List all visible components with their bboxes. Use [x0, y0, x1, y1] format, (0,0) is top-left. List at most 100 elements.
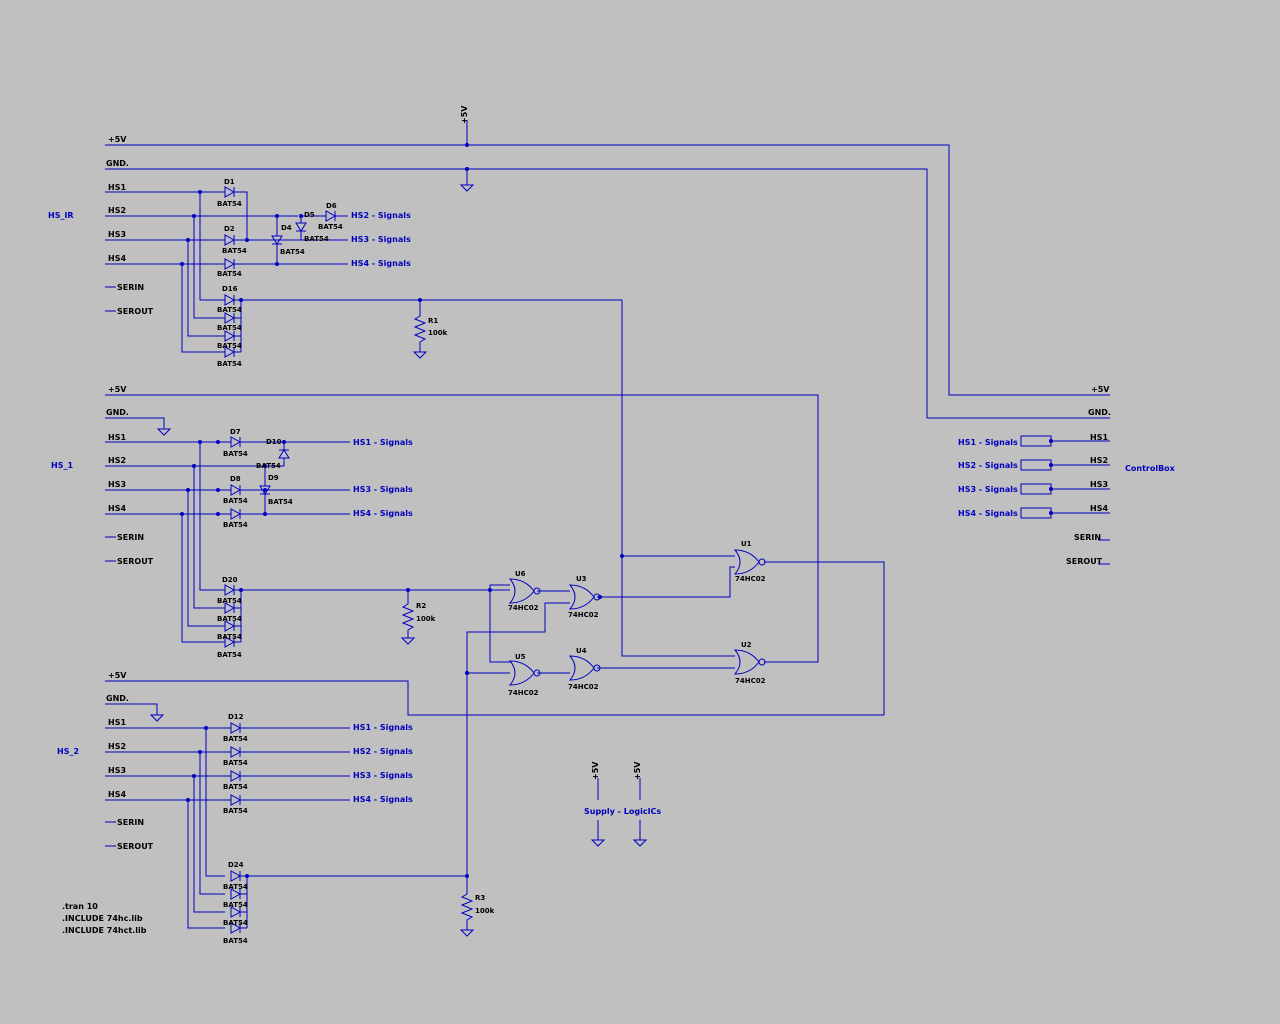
svg-text:GND.: GND.	[1088, 408, 1111, 417]
svg-text:74HC02: 74HC02	[568, 683, 599, 691]
svg-text:HS2: HS2	[108, 742, 126, 751]
svg-text:74HC02: 74HC02	[568, 611, 599, 619]
svg-text:BAT54: BAT54	[223, 759, 248, 767]
svg-text:U5: U5	[515, 653, 526, 661]
svg-text:HS1: HS1	[1090, 433, 1108, 442]
block-label-ir: HS_IR	[48, 211, 74, 220]
signal-hs4-ir: HS4 - Signals	[351, 259, 411, 268]
svg-text:BAT54: BAT54	[217, 360, 242, 368]
svg-text:HS3: HS3	[1090, 480, 1108, 489]
block-hs-2: +5V GND. HS_2 HS1 HS2 HS3 HS4 SERIN SERO…	[57, 561, 885, 945]
controlbox: +5V GND. ControlBox HS1 - Signals HS2 - …	[958, 385, 1176, 566]
pin-hs4: HS4	[108, 254, 126, 263]
svg-text:D5: D5	[304, 211, 315, 219]
svg-text:BAT54: BAT54	[223, 450, 248, 458]
block-hs-1: +5V GND. HS_1 HS1 HS2 HS3 HS4 SERIN SERO…	[51, 385, 819, 663]
svg-text:74HC02: 74HC02	[735, 575, 766, 583]
svg-text:+5V: +5V	[633, 761, 642, 780]
directive-include-hc: .INCLUDE 74hc.lib	[62, 914, 143, 923]
svg-text:HS1: HS1	[108, 433, 126, 442]
svg-text:BAT54: BAT54	[217, 651, 242, 659]
svg-text:HS2: HS2	[108, 456, 126, 465]
svg-text:U4: U4	[576, 647, 587, 655]
pin-hs3: HS3	[108, 230, 126, 239]
svg-text:HS4 - Signals: HS4 - Signals	[958, 509, 1018, 518]
svg-text:D7: D7	[230, 428, 241, 436]
svg-text:D9: D9	[268, 474, 279, 482]
svg-text:D24: D24	[228, 861, 244, 869]
svg-text:BAT54: BAT54	[256, 462, 281, 470]
signal-hs3-ir: HS3 - Signals	[351, 235, 411, 244]
svg-text:74HC02: 74HC02	[508, 689, 539, 697]
svg-text:100k: 100k	[428, 329, 448, 337]
svg-text:BAT54: BAT54	[217, 342, 242, 350]
svg-text:GND.: GND.	[106, 408, 129, 417]
svg-text:HS3: HS3	[108, 480, 126, 489]
svg-text:GND.: GND.	[106, 694, 129, 703]
svg-text:100k: 100k	[416, 615, 436, 623]
svg-text:+5V: +5V	[591, 761, 600, 780]
svg-text:+5V: +5V	[1091, 385, 1110, 394]
pin-serin: SERIN	[117, 283, 144, 292]
block-label-controlbox: ControlBox	[1125, 464, 1176, 473]
svg-text:BAT54: BAT54	[217, 615, 242, 623]
svg-text:BAT54: BAT54	[223, 807, 248, 815]
svg-text:SEROUT: SEROUT	[1066, 557, 1103, 566]
svg-text:D2: D2	[224, 225, 235, 233]
svg-text:BAT54: BAT54	[223, 901, 248, 909]
svg-text:BAT54: BAT54	[280, 248, 305, 256]
svg-text:+5V: +5V	[108, 385, 127, 394]
svg-text:BAT54: BAT54	[223, 735, 248, 743]
supply-logic-label: Supply - LogicICs	[584, 807, 661, 816]
svg-text:D8: D8	[230, 475, 241, 483]
svg-text:SERIN: SERIN	[1074, 533, 1101, 542]
signal-hs1-b2: HS1 - Signals	[353, 723, 413, 732]
rail-plus5v-label: +5V	[108, 135, 127, 144]
svg-text:D12: D12	[228, 713, 244, 721]
svg-text:BAT54: BAT54	[318, 223, 343, 231]
svg-text:BAT54: BAT54	[217, 306, 242, 314]
signal-hs4-b1: HS4 - Signals	[353, 509, 413, 518]
svg-text:HS1: HS1	[108, 718, 126, 727]
pin-hs1: HS1	[108, 183, 126, 192]
svg-text:D10: D10	[266, 438, 282, 446]
svg-text:SERIN: SERIN	[117, 818, 144, 827]
svg-text:HS4: HS4	[108, 790, 126, 799]
svg-text:U1: U1	[741, 540, 752, 548]
svg-text:100k: 100k	[475, 907, 495, 915]
svg-text:SERIN: SERIN	[117, 533, 144, 542]
block-hs-ir: HS_IR HS1 HS2 HS3 HS4 SERIN SEROUT D1 BA…	[48, 178, 622, 368]
svg-text:BAT54: BAT54	[223, 937, 248, 945]
signal-hs4-b2: HS4 - Signals	[353, 795, 413, 804]
svg-text:R1: R1	[428, 317, 438, 325]
svg-text:BAT54: BAT54	[223, 783, 248, 791]
svg-text:D16: D16	[222, 285, 238, 293]
svg-text:BAT54: BAT54	[217, 324, 242, 332]
svg-text:HS2 - Signals: HS2 - Signals	[958, 461, 1018, 470]
svg-text:HS3: HS3	[108, 766, 126, 775]
svg-text:SEROUT: SEROUT	[117, 842, 154, 851]
svg-text:BAT54: BAT54	[217, 200, 242, 208]
svg-text:+5V: +5V	[108, 671, 127, 680]
plus5v-flag: +5V	[460, 105, 469, 124]
svg-text:BAT54: BAT54	[217, 270, 242, 278]
svg-text:BAT54: BAT54	[268, 498, 293, 506]
svg-text:SEROUT: SEROUT	[117, 557, 154, 566]
svg-text:HS2: HS2	[1090, 456, 1108, 465]
svg-text:HS4: HS4	[108, 504, 126, 513]
pin-serout: SEROUT	[117, 307, 154, 316]
signal-hs2-ir: HS2 - Signals	[351, 211, 411, 220]
svg-text:R3: R3	[475, 894, 485, 902]
signal-hs1-b1: HS1 - Signals	[353, 438, 413, 447]
svg-text:HS4: HS4	[1090, 504, 1108, 513]
directive-tran: .tran 10	[62, 902, 98, 911]
logic-gates: U6 74HC02 U3 74HC02 U5 74HC02 U4 74HC02 …	[465, 300, 766, 876]
svg-text:D1: D1	[224, 178, 235, 186]
block-label-hs1: HS_1	[51, 461, 73, 470]
svg-text:U6: U6	[515, 570, 526, 578]
top-rails: +5V +5V GND.	[105, 105, 1110, 419]
svg-text:D6: D6	[326, 202, 337, 210]
block-label-hs2: HS_2	[57, 747, 79, 756]
spice-directives: .tran 10 .INCLUDE 74hc.lib .INCLUDE 74hc…	[62, 902, 147, 935]
